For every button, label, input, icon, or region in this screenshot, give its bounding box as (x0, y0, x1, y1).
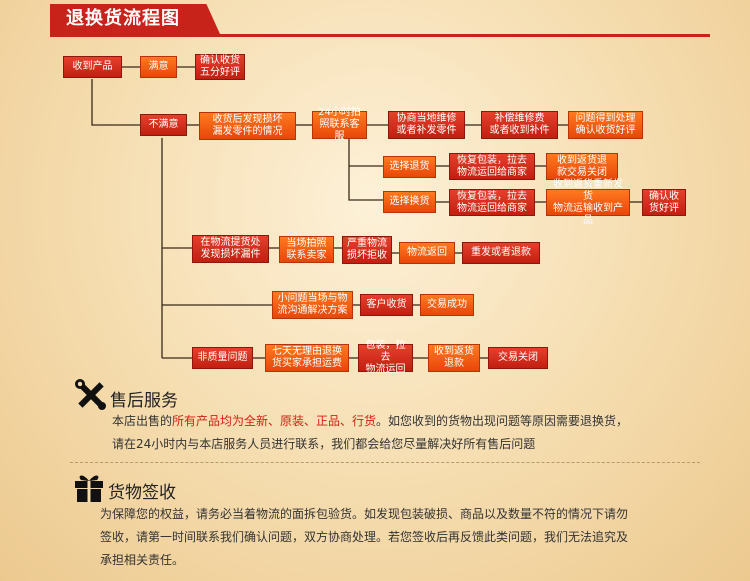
node-satisfied: 满意 (140, 56, 177, 78)
after-sales-heading: 售后服务 (110, 391, 178, 411)
receipt-line-2: 签收，请第一时间联系我们确认问题，双方协商处理。若您签收后再反馈此类问题，我们无… (100, 530, 629, 544)
node-choose-return: 选择退货 (383, 156, 436, 178)
node-refund-after: 收到返货 退款 (428, 344, 480, 372)
node-compensate: 补偿维修费 或者收到补件 (481, 111, 558, 139)
after-sales-highlight: 所有产品均为全新、原装、正品、行货 (172, 414, 377, 428)
node-logistics-return: 物流返回 (399, 242, 455, 264)
receipt-line-1: 为保障您的权益，请务必当着物流的面拆包验货。如发现包装破损、商品以及数量不符的情… (100, 507, 629, 521)
after-sales-line-1-post: 。如您收到的货物出现问题等原因需要退换货， (376, 414, 629, 428)
tools-icon (74, 378, 108, 412)
node-onsite-photo: 当场拍照 联系卖家 (279, 236, 334, 263)
node-non-quality: 非质量问题 (192, 347, 253, 369)
title-underline (50, 34, 710, 37)
receipt-heading: 货物签收 (108, 483, 176, 503)
node-negotiate-repair: 协商当地维修 或者补发零件 (388, 111, 465, 139)
node-reship-refund: 重发或者退款 (462, 242, 540, 264)
node-seven-days: 七天无理由退换 货买家承担运费 (265, 344, 349, 372)
node-deal-close: 交易关闭 (488, 347, 548, 369)
node-minor-issue: 小问题当场与物 流沟通解决方案 (272, 291, 353, 319)
receipt-line-3: 承担相关责任。 (100, 553, 185, 567)
after-sales-line-1-pre: 本店出售的 (112, 414, 173, 428)
node-confirm-review: 确认收货 五分好评 (195, 54, 245, 80)
node-choose-exchange: 选择换货 (383, 191, 436, 213)
node-deal-success: 交易成功 (420, 294, 474, 316)
node-unsatisfied: 不满意 (140, 114, 187, 136)
node-restore-ship-exchange: 恢复包装，拉去 物流运回给商家 (449, 189, 535, 216)
after-sales-line-1: 本店出售的所有产品均为全新、原装、正品、行货。如您收到的货物出现问题等原因需要退… (112, 410, 732, 432)
node-restore-ship-return: 恢复包装，拉去 物流运回给商家 (449, 153, 535, 180)
node-reship: 收到返货重新发货 物流运输收到产品 (546, 179, 630, 226)
gift-icon (72, 470, 106, 504)
node-severe-reject: 严重物流 损坏拒收 (342, 236, 392, 264)
after-sales-line-2: 请在24小时内与本店服务人员进行联系，我们都会给您尽量解决好所有售后问题 (112, 437, 536, 451)
node-logistics-damage: 在物流提货处 发现损坏漏件 (192, 235, 269, 263)
node-receive: 收到产品 (63, 56, 122, 78)
node-resolved-review: 问题得到处理 确认收货好评 (568, 111, 643, 139)
node-pack-return: 包装，拉去 物流运回 (358, 340, 413, 375)
page-title: 退换货流程图 (50, 4, 220, 34)
node-confirm-review-2: 确认收 货好评 (642, 189, 686, 216)
node-customer-receive: 客户收货 (360, 294, 413, 316)
node-refund-close: 收到返货退 款交易关闭 (546, 153, 618, 180)
node-contact-24h: 24小时拍 照联系客服 (312, 107, 367, 142)
section-divider (70, 462, 700, 463)
node-damage-found: 收货后发现损坏 漏发零件的情况 (199, 112, 296, 140)
